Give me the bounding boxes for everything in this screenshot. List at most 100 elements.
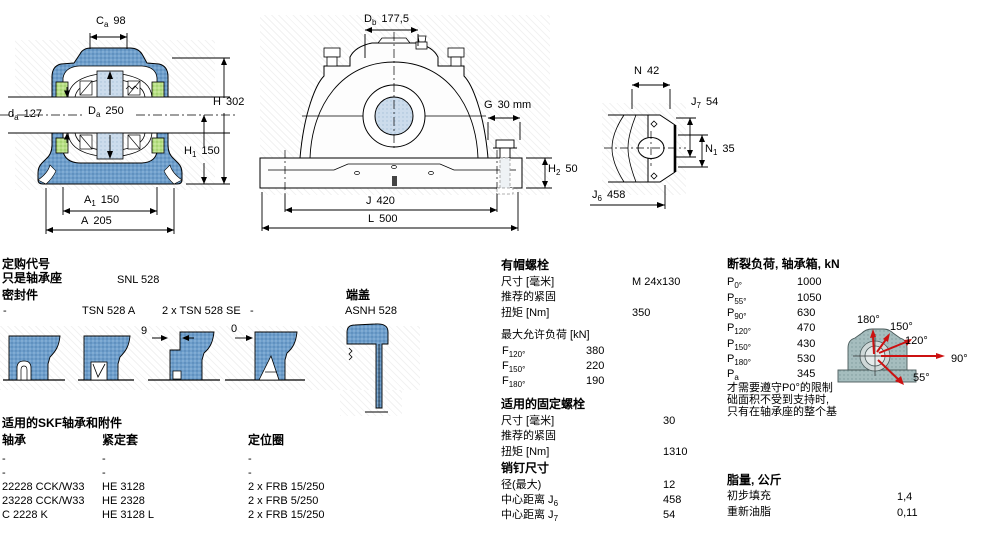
breaking-load-p180-value: 530 [797, 353, 816, 365]
breaking-load-p0-label: P0° [727, 276, 742, 291]
seal-thumb-3 [148, 331, 220, 381]
max-load-title: 最大允许负荷 [kN] [501, 329, 590, 341]
angle-label-150: 150° [890, 321, 913, 333]
pin-distance-j6-label: 中心距离 J6 [501, 494, 559, 509]
seal-thumb-2 [78, 335, 134, 381]
load-f150-label: F150° [502, 360, 526, 375]
angle-label-90: 90° [951, 353, 968, 365]
cap-bolt-torque-label: 扭矩 [Nm] [501, 307, 550, 319]
dimension-lines-sectional [45, 33, 230, 234]
table-cell: - [2, 467, 6, 479]
load-f120-value: 380 [586, 345, 605, 357]
fixing-bolt-torque-value: 1310 [663, 446, 688, 458]
table-cell: - [102, 467, 106, 479]
breaking-load-p55-value: 1050 [797, 292, 822, 304]
table-cell: 22228 CCK/W33 [2, 481, 85, 493]
grease-initial-label: 初步填充 [727, 490, 771, 502]
seal-dim-9: 9 [141, 325, 148, 337]
dimension-lines-end [590, 82, 708, 209]
pin-distance-j7-value: 54 [663, 509, 676, 521]
load-f180-label: F180° [502, 375, 526, 390]
bearings-table-title: 适用的SKF轴承和附件 [2, 416, 123, 430]
seal-option-1: - [3, 305, 7, 317]
grease-title: 脂量, 公斤 [727, 473, 782, 487]
fixing-bolt-size-label: 尺寸 [毫米] [501, 415, 555, 427]
sectional-view-drawing [0, 33, 235, 234]
foot-plate [604, 114, 686, 183]
table-cell: 2 x FRB 15/250 [248, 509, 325, 521]
pins-title: 销钉尺寸 [501, 461, 550, 475]
housing-only-label: 只是轴承座 [2, 271, 63, 285]
housing-designation: SNL 528 [117, 274, 160, 286]
breaking-load-pa-label: Pa [727, 368, 739, 383]
table-cell: HE 2328 [102, 495, 145, 507]
shaft [0, 96, 235, 134]
breaking-load-note-line-1: 才需要遵守P0°的限制 [727, 382, 833, 394]
cap-bolt-recommend-label: 推荐的紧固 [501, 291, 556, 303]
breaking-load-p180-label: P180° [727, 353, 751, 368]
housing-bottom-half [37, 132, 183, 185]
ordering-title: 定购代号 [2, 257, 51, 271]
seal-thumb-4 [225, 331, 305, 381]
housing-front [259, 32, 523, 194]
breaking-load-p90-value: 630 [797, 307, 816, 319]
cap-bolt-size-value: M 24x130 [632, 276, 681, 288]
angle-label-120: 120° [905, 335, 928, 347]
load-f120-label: F120° [502, 345, 526, 360]
table-cell: 2 x FRB 5/250 [248, 495, 319, 507]
table-cell: - [248, 467, 252, 479]
angle-label-55: 55° [913, 372, 930, 384]
breaking-load-p0-value: 1000 [797, 276, 822, 288]
housing-top-half [51, 47, 169, 98]
table-cell: - [102, 453, 106, 465]
fixing-bolt-torque-label: 扭矩 [Nm] [501, 446, 550, 458]
end-cover-designation: ASNH 528 [345, 305, 397, 317]
breaking-load-note-line-2: 础面积不受到支持时, [727, 394, 830, 406]
breaking-loads-title: 断裂负荷, 轴承箱, kN [727, 257, 840, 271]
breaking-load-p120-label: P120° [727, 322, 751, 337]
breaking-load-note-line-3: 只有在轴承座的整个基 [727, 406, 837, 418]
seals-label: 密封件 [2, 288, 39, 302]
end-cover-label: 端盖 [346, 288, 371, 302]
cap-bolt-size-label: 尺寸 [毫米] [501, 276, 555, 288]
pin-distance-j7-label: 中心距离 J7 [501, 509, 559, 524]
breaking-load-p55-label: P55° [727, 292, 747, 307]
front-view-drawing [259, 27, 552, 231]
angle-label-180: 180° [857, 314, 880, 326]
fixing-bolts-title: 适用的固定螺栓 [501, 397, 586, 411]
table-cell: C 2228 K [2, 509, 48, 521]
side-stud [493, 139, 517, 195]
breaking-load-p150-value: 430 [797, 338, 816, 350]
table-cell: 23228 CCK/W33 [2, 495, 85, 507]
breaking-load-p120-value: 470 [797, 322, 816, 334]
load-direction-diagram [837, 328, 945, 385]
load-direction-arrows [870, 329, 945, 385]
breaking-load-pa-value: 345 [797, 368, 816, 380]
breaking-load-p90-label: P90° [727, 307, 747, 322]
table-cell: - [2, 453, 6, 465]
grease-initial-value: 1,4 [897, 491, 913, 503]
grease-relub-label: 重新油脂 [727, 506, 771, 518]
seal-option-4: - [250, 305, 254, 317]
seal-option-3: 2 x TSN 528 SE [162, 305, 241, 317]
bearings-col-header: 轴承 [2, 433, 27, 447]
table-cell: - [248, 453, 252, 465]
seal-dim-0: 0 [231, 323, 238, 335]
sleeve-col-header: 紧定套 [102, 433, 139, 447]
